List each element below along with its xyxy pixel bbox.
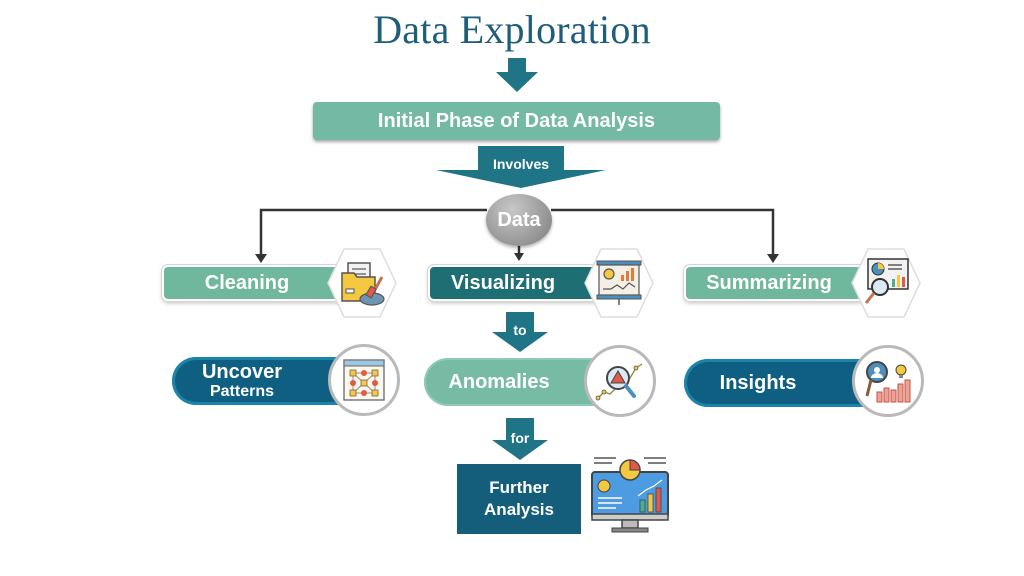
folder-brush-icon bbox=[327, 248, 397, 318]
down-arrow-icon bbox=[496, 58, 538, 92]
to-label: to bbox=[513, 322, 527, 338]
outcome-anomalies: Anomalies bbox=[424, 358, 614, 406]
outcome-uncover-line1: Uncover bbox=[201, 361, 283, 383]
step-cleaning: Cleaning bbox=[162, 265, 362, 301]
presentation-chart-icon bbox=[584, 248, 654, 318]
involves-arrow-icon bbox=[436, 146, 606, 188]
step-summarizing: Summarizing bbox=[684, 265, 884, 301]
data-hub: Data bbox=[486, 194, 552, 246]
further-analysis-box: Further Analysis bbox=[457, 464, 581, 534]
dashboard-monitor-icon bbox=[591, 457, 669, 533]
outcome-anomalies-label: Anomalies bbox=[448, 370, 550, 393]
outcome-insights: Insights bbox=[684, 359, 872, 407]
network-pattern-icon bbox=[328, 344, 400, 416]
for-arrow-icon bbox=[492, 418, 548, 460]
further-analysis-line2: Analysis bbox=[484, 500, 554, 519]
insight-bulb-chart-icon bbox=[852, 345, 924, 417]
involves-label: Involves bbox=[492, 156, 550, 172]
outcome-insights-label: Insights bbox=[719, 371, 797, 394]
further-analysis-line1: Further bbox=[489, 478, 549, 497]
page-title: Data Exploration bbox=[373, 7, 651, 52]
initial-phase-box: Initial Phase of Data Analysis bbox=[313, 102, 720, 140]
for-label: for bbox=[510, 430, 530, 446]
step-visualizing: Visualizing bbox=[428, 265, 608, 301]
outcome-uncover-patterns: Uncover Patterns bbox=[172, 357, 352, 405]
to-arrow-icon bbox=[492, 312, 548, 352]
magnifier-warning-icon bbox=[584, 345, 656, 417]
outcome-uncover-line2: Patterns bbox=[209, 383, 275, 400]
monitor-magnifier-icon bbox=[851, 248, 921, 318]
